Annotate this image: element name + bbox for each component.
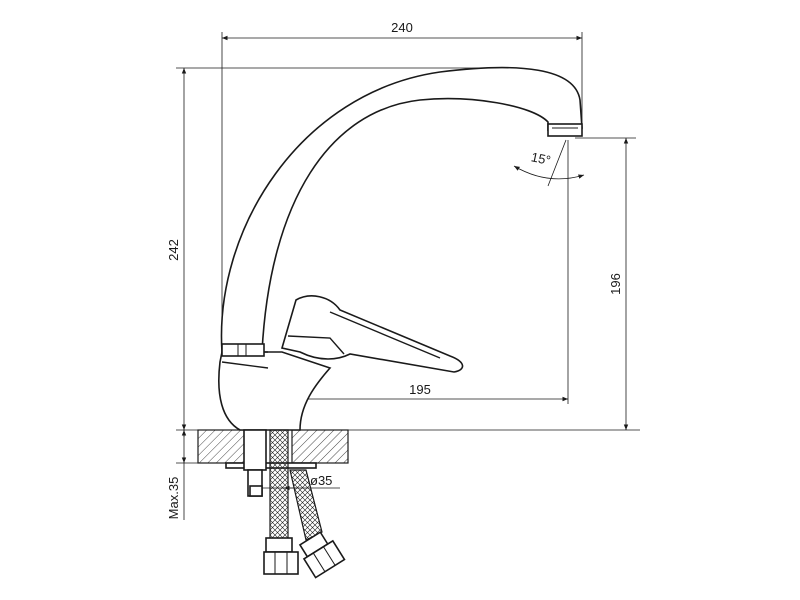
dimension-spout-reach: 195 — [271, 140, 569, 430]
label-max-35: Max.35 — [166, 477, 181, 520]
faucet-spout — [220, 66, 583, 357]
label-195: 195 — [409, 382, 431, 397]
label-196: 196 — [608, 273, 623, 295]
faucet-base — [218, 351, 332, 431]
label-242: 242 — [166, 239, 181, 261]
mixer-lever — [280, 295, 464, 373]
label-240: 240 — [391, 20, 413, 35]
supply-hose-left — [263, 429, 299, 575]
dimension-spout-angle: 15° — [513, 139, 585, 187]
mounting-stud — [243, 429, 267, 497]
dimension-spout-height: 196 — [575, 137, 636, 430]
supply-hose-right — [289, 469, 346, 579]
label-diameter-35: ø35 — [310, 473, 332, 488]
dimension-overall-width: 240 — [221, 20, 583, 350]
label-15-degrees: 15° — [530, 149, 552, 168]
